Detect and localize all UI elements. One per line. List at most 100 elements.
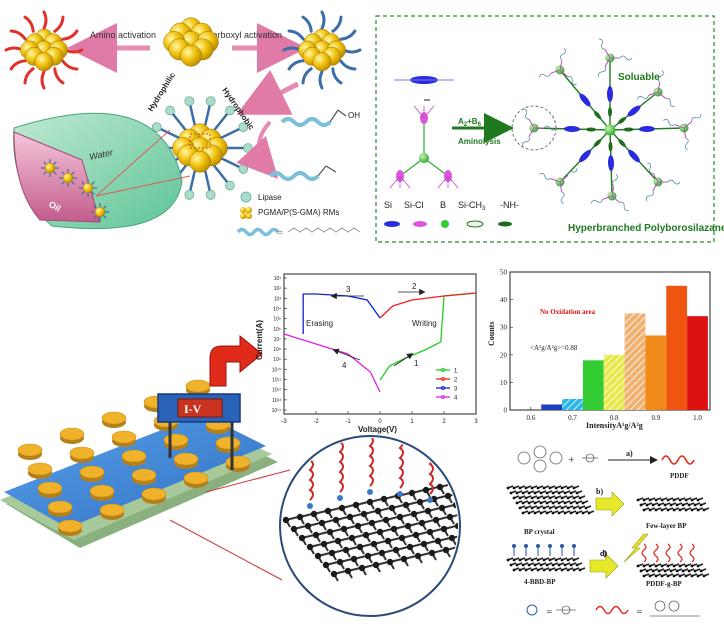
bp-atom [560,568,564,572]
iv-xtick-label: -2 [313,419,319,425]
np-chain [287,59,305,71]
bp-atom [684,508,688,512]
bp-atom [364,552,372,560]
bp-bond [488,541,492,548]
np-chain [339,59,357,71]
bond [528,127,535,137]
bar-xlabel: IntensityA¹g/A²g [586,421,643,430]
bp-atom [477,529,483,535]
bond [683,121,693,129]
bp-atom [557,501,561,505]
end-chain [611,174,618,187]
bp-atom [521,491,525,495]
bar-xtick-label: 1.0 [693,414,702,422]
bp-atom [699,569,703,573]
bp-atom [527,563,531,567]
bp-atom [356,543,364,551]
bp-atom [672,508,676,512]
bp-atom [642,508,646,512]
bp-atom [432,516,440,524]
iv-ytick-label: 10⁷ [274,337,282,343]
iv-xtick-label: 1 [410,419,414,425]
bp-bond [492,508,496,515]
np-sphere [180,44,202,67]
iv-arrow-2-label: 2 [412,282,417,291]
bp-atom [569,563,573,567]
bbd-bp-image [506,544,586,572]
bp-atom [374,507,382,515]
np-sphere [312,52,332,72]
bp-atom [463,532,469,538]
iv-xtick-label: -1 [345,419,351,425]
bond [559,60,563,71]
end-chain [619,55,633,61]
bp-bond [480,532,484,539]
bp-atom [563,511,567,515]
bbd-atom [512,544,516,548]
bar [541,404,563,410]
bp-atom [548,568,552,572]
bar-ytick-label: 10 [500,379,508,387]
iv-ytick-label: 10¹³ [272,398,281,404]
np-sphere [82,182,94,194]
bp-atom [684,574,688,578]
iv-arrow-1 [393,353,414,367]
bp-atom [524,568,528,572]
bp-atom [515,501,519,505]
bp-atom [666,574,670,578]
bp-atom [551,511,555,515]
bp-bond [516,535,520,542]
bp-atom [575,491,579,495]
bp-atom [551,563,555,567]
pddf-g-bp-image [636,543,710,578]
lipase-dot [238,122,249,132]
electrode-pad [225,455,251,469]
bp-atom [318,519,326,527]
curved-arrow [236,120,279,179]
nanoparticle-lipase-loaded [147,96,253,200]
bp-atom [542,558,546,562]
bp-atom [696,508,700,512]
writing-label: Writing [412,319,437,328]
svg-text:+: + [568,455,575,464]
iv-arrow-4-label: 4 [342,361,347,370]
iv-legend-marker [440,367,445,372]
bp-atom [684,498,688,502]
end-chain [619,201,629,211]
bond [389,175,401,189]
bp-atom [539,501,543,505]
electrode-pad [101,411,127,425]
bp-bond [500,517,504,524]
bp-atom [527,501,531,505]
np-sphere [246,207,252,213]
bp-atom [690,574,694,578]
bp-atom [512,486,516,490]
bp-bond [508,526,512,533]
iv-ytick-label: 10¹ [274,276,282,282]
electrode-pad [37,481,63,495]
bp-bond [494,529,498,536]
iv-curve-2 [379,292,477,319]
np-chain [23,67,35,85]
iv-arrow-4 [332,348,361,361]
bp-atom [506,558,510,562]
bar-xtick-label: 0.7 [568,414,577,422]
bond [559,69,568,77]
pddf-g-bp-label: PDDF-g-BP [646,580,682,588]
electrode-pad [141,487,167,501]
linker-atom [307,503,313,509]
si-atom [607,86,613,102]
lipase-dot [225,180,235,191]
bp-atom [448,534,456,542]
bp-atom [660,498,664,502]
bar-hatch [562,398,583,410]
end-chain [543,125,557,131]
bp-atom [639,569,643,573]
bp-atom [660,574,664,578]
iv-xtick-label: 0 [378,419,382,425]
end-chain [538,73,551,78]
bbd-atom [524,544,528,548]
iv-chart: 10¹10²10³10⁴10⁵10⁶10⁷10⁸10⁹10¹⁰10¹¹10¹²1… [255,273,478,434]
